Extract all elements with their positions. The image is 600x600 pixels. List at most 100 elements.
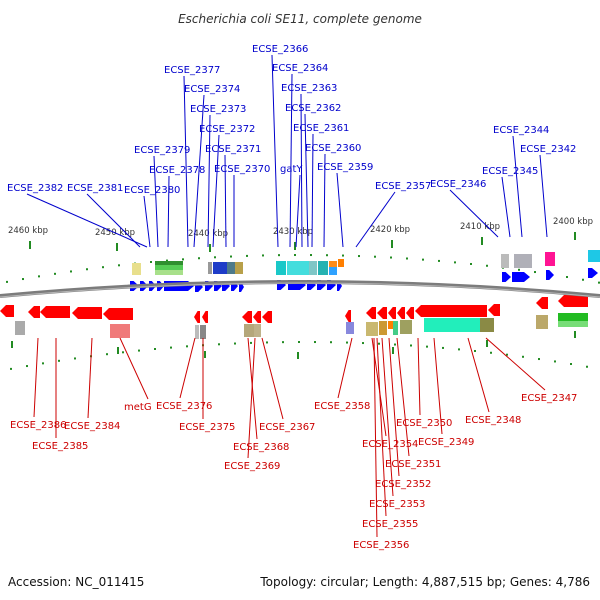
annotation-bar [254,324,261,337]
gene-label-top: ECSE_2378 [149,165,205,176]
minor-tick-bottom [538,358,540,361]
gene-reverse-arrow [536,297,548,309]
gene-reverse-arrow [377,307,387,319]
annotation-bar [558,313,588,321]
minor-tick-top [454,261,456,264]
label-leader-line [119,337,149,400]
gene-label-top: ECSE_2379 [134,145,190,156]
annotation-bar [208,262,212,274]
minor-tick-top [486,264,488,267]
gene-reverse-arrow [397,307,405,319]
gene-label-bottom: ECSE_2351 [385,459,441,470]
minor-tick-top [182,258,184,261]
kbp-tick-label: 2410 kbp [460,222,500,232]
label-leader-line [271,54,279,248]
annotation-bar [366,322,378,336]
minor-tick-bottom [138,349,140,352]
gene-label-bottom: ECSE_2349 [418,437,474,448]
gene-label-bottom: ECSE_2355 [362,519,418,530]
kbp-tick-label: 2460 kbp [8,226,48,236]
minor-tick-top [70,270,72,273]
minor-tick-bottom [554,360,556,363]
gene-label-bottom: ECSE_2354 [362,439,418,450]
label-leader-line [212,134,220,248]
minor-tick-bottom [10,367,12,370]
gene-reverse-arrow [72,307,102,319]
annotation-bar [132,263,141,275]
annotation-bar [480,318,494,332]
gene-reverse-arrow [28,306,40,318]
label-leader-line [449,189,499,238]
minor-tick-bottom [314,341,316,344]
minor-tick-bottom [170,346,172,349]
minor-tick-bottom [298,341,300,344]
label-leader-line [501,176,511,238]
minor-tick-bottom [74,357,76,360]
gene-reverse-arrow [0,305,14,317]
gene-reverse-arrow [103,308,133,320]
minor-tick-bottom [42,362,44,365]
label-leader-line [300,93,303,248]
label-leader-line [485,337,546,391]
minor-tick-top [598,281,600,284]
minor-tick-bottom [218,343,220,346]
minor-tick-top [390,256,392,259]
annotation-bar [501,254,509,268]
minor-tick-bottom [474,349,476,352]
minor-tick-top [6,280,8,283]
minor-tick-top [278,254,280,257]
label-leader-line [539,154,548,238]
feature-annotations [15,250,600,339]
gene-label-top: ECSE_2364 [272,63,328,74]
gene-forward-arrow [502,272,511,282]
label-leader-line [323,153,326,248]
annotation-bar [329,261,337,267]
label-leader-line [193,94,205,248]
genome-backbone [0,280,600,298]
annotation-bar [235,262,243,274]
label-leader-line [304,113,309,248]
label-leader-line [388,337,400,477]
gene-label-top: ECSE_2374 [184,84,240,95]
label-leader-line [295,174,301,248]
gene-label-bottom: ECSE_2376 [156,401,212,412]
minor-tick-bottom [154,348,156,350]
minor-tick-top [342,254,344,257]
gene-label-top: ECSE_2362 [285,103,341,114]
annotation-bar [15,321,25,335]
gene-reverse-arrow [262,311,272,323]
label-leader-line [247,337,256,459]
gene-label-bottom: ECSE_2347 [521,393,577,404]
gene-reverse-arrow [345,310,351,322]
gene-reverse-arrow [406,307,414,319]
gene-reverse-arrow [388,307,396,319]
label-leader-line [512,135,523,238]
minor-tick-top [358,255,360,258]
gene-forward-arrow [516,272,530,282]
minor-tick-bottom [586,365,588,368]
minor-tick-bottom [282,341,284,344]
label-leader-line [376,337,387,517]
gene-label-top: ECSE_2372 [199,124,255,135]
annotation-bar [536,315,548,329]
gene-reverse-arrow [415,305,487,317]
annotation-bar [545,252,555,266]
minor-tick-bottom [426,345,428,348]
gene-label-top: ECSE_2377 [164,65,220,76]
label-leader-line [224,154,227,248]
minor-tick-top [214,256,216,259]
annotation-bar [379,321,387,335]
label-leader-line [417,337,421,416]
annotation-bar [155,265,183,270]
gene-label-bottom: ECSE_2369 [224,461,280,472]
annotation-bar [155,261,183,265]
label-leader-line [167,175,170,248]
minor-tick-top [86,268,88,271]
gene-label-top: ECSE_2361 [293,123,349,134]
label-leader-line [396,337,410,457]
label-leader-line [355,191,396,248]
kbp-tick-label: 2430 kbp [273,227,313,237]
minor-tick-top [438,259,440,262]
